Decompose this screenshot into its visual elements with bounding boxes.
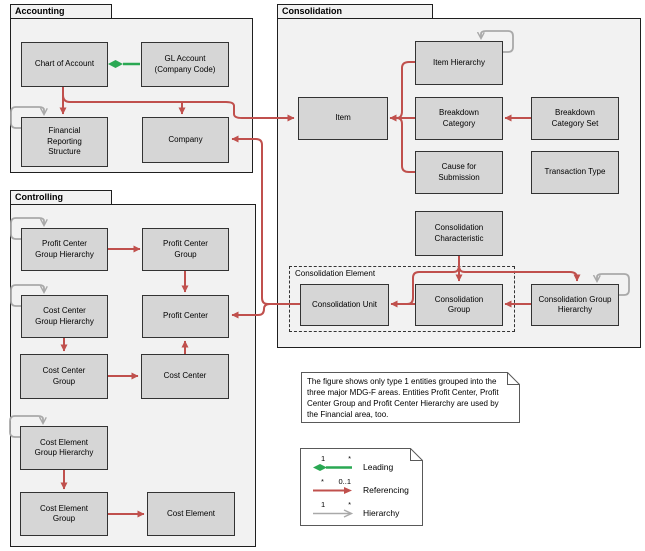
entity-item-hierarchy: Item Hierarchy: [415, 41, 503, 85]
entity-label: Item Hierarchy: [432, 57, 485, 67]
referencing-line-sample: * 0..1: [312, 478, 356, 495]
entity-profit-center-group: Profit Center Group: [142, 228, 229, 271]
multiplicity-left: 1: [321, 500, 326, 509]
package-title: Consolidation: [282, 6, 342, 16]
entity-cost-element: Cost Element: [147, 492, 235, 536]
entity-financial-reporting-structure: Financial Reporting Structure: [21, 117, 108, 167]
legend-row-leading: 1 * Leading: [312, 455, 417, 478]
entity-label: Profit Center: [163, 311, 208, 321]
entity-label: Profit Center Group Hierarchy: [35, 239, 94, 259]
legend: 1 * Leading * 0..1: [300, 448, 423, 526]
entity-cost-center-group-hierarchy: Cost Center Group Hierarchy: [21, 295, 108, 338]
entity-label: Item: [335, 113, 351, 123]
multiplicity-right: *: [348, 500, 351, 509]
legend-row-hierarchy: 1 * Hierarchy: [312, 501, 417, 524]
entity-label: Cost Element Group Hierarchy: [34, 437, 94, 458]
entity-label: Company: [168, 134, 203, 144]
entity-cause-for-submission: Cause for Submission: [415, 151, 503, 194]
entity-consolidation-characteristic: Consolidation Characteristic: [415, 211, 503, 256]
entity-gl-account: GL Account (Company Code): [141, 42, 229, 87]
legend-label: Hierarchy: [363, 508, 400, 518]
hierarchy-line-sample: 1 *: [312, 501, 356, 518]
legend-label: Referencing: [363, 485, 409, 495]
legend-row-referencing: * 0..1 Referencing: [312, 478, 417, 501]
entity-cost-element-group-hierarchy: Cost Element Group Hierarchy: [20, 426, 108, 470]
entity-cost-center-group: Cost Center Group: [20, 354, 108, 399]
entity-label: Cause for Submission: [438, 162, 480, 182]
note-text: The figure shows only type 1 entities gr…: [307, 377, 499, 419]
entity-label: Cost Center: [163, 371, 207, 381]
package-tab-accounting: Accounting: [10, 4, 112, 19]
package-title: Accounting: [15, 6, 65, 16]
entity-label: Cost Element Group: [39, 503, 89, 524]
package-tab-controlling: Controlling: [10, 190, 112, 205]
multiplicity-left: *: [321, 477, 324, 486]
leading-line-sample: 1 *: [312, 455, 356, 472]
entity-breakdown-category: Breakdown Category: [415, 97, 503, 140]
entity-company: Company: [142, 117, 229, 163]
group-label: Consolidation Element: [295, 269, 376, 278]
entity-label: Transaction Type: [544, 167, 606, 177]
multiplicity-left: 1: [321, 454, 326, 463]
entity-consolidation-group-hierarchy: Consolidation Group Hierarchy: [531, 284, 619, 326]
multiplicity-right: *: [348, 454, 351, 463]
entity-label: Chart of Account: [34, 59, 95, 69]
entity-item: Item: [298, 97, 388, 140]
entity-transaction-type: Transaction Type: [531, 151, 619, 194]
entity-profit-center-group-hierarchy: Profit Center Group Hierarchy: [21, 228, 108, 271]
entity-consolidation-group: Consolidation Group: [415, 284, 503, 326]
entity-label: Breakdown Category Set: [551, 108, 599, 128]
multiplicity-right: 0..1: [338, 477, 351, 486]
entity-label: Financial Reporting Structure: [47, 126, 82, 157]
entity-cost-element-group: Cost Element Group: [20, 492, 108, 536]
entity-label: Cost Center Group Hierarchy: [35, 306, 94, 326]
legend-label: Leading: [363, 462, 394, 472]
hierarchy-line-icon: [313, 509, 354, 518]
entity-label: Consolidation Characteristic: [434, 223, 484, 243]
entity-label: GL Account (Company Code): [154, 54, 216, 74]
entity-label: Consolidation Group: [434, 294, 484, 315]
note: The figure shows only type 1 entities gr…: [301, 372, 520, 423]
entity-label: Consolidation Group Hierarchy: [538, 294, 612, 315]
entity-label: Breakdown Category: [438, 108, 480, 128]
entity-label: Profit Center Group: [163, 239, 208, 259]
package-title: Controlling: [15, 192, 63, 202]
package-tab-consolidation: Consolidation: [277, 4, 433, 19]
entity-consolidation-unit: Consolidation Unit: [300, 284, 389, 326]
entity-label: Cost Center Group: [42, 366, 86, 386]
entity-breakdown-category-set: Breakdown Category Set: [531, 97, 619, 140]
leading-line-icon: [313, 464, 352, 471]
entity-profit-center: Profit Center: [142, 295, 229, 338]
entity-label: Consolidation Unit: [312, 299, 377, 309]
note-background: [301, 372, 520, 423]
entity-label: Cost Element: [166, 508, 216, 518]
referencing-line-icon: [313, 487, 352, 494]
entity-cost-center: Cost Center: [141, 354, 229, 399]
entity-chart-of-account: Chart of Account: [21, 42, 108, 87]
